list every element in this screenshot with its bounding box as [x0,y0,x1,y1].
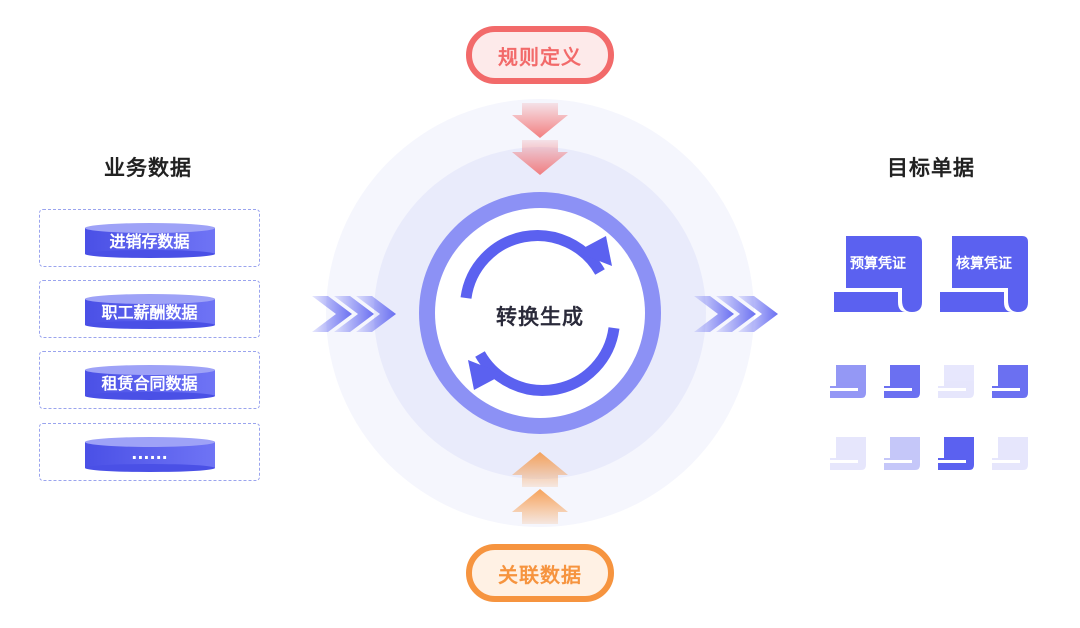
source-item-payroll: 职工薪酬数据 [39,280,260,338]
rule-definition-pill: 规则定义 [466,26,614,84]
document-icon-budget [834,236,922,312]
business-data-heading: 业务数据 [104,156,192,180]
bottom-arrows [512,452,568,524]
cylinder-4 [85,437,215,472]
small-doc-icon [938,365,974,398]
small-doc-icon [884,437,920,470]
small-doc-icon [992,437,1028,470]
right-chevrons [694,296,778,332]
top-arrows [512,103,568,175]
source-item-label: 进销存数据 [109,231,190,251]
small-doc-icon [830,365,866,398]
small-doc-icon [938,437,974,470]
source-item-label: 职工薪酬数据 [101,302,198,322]
small-doc-icon [992,365,1028,398]
transform-generate-label: 转换生成 [496,305,584,329]
source-item-label: ...... [131,444,168,463]
related-data-pill: 关联数据 [466,544,614,602]
source-item-inventory: 进销存数据 [39,209,260,267]
source-item-lease: 租赁合同数据 [39,351,260,409]
cylinder-1 [85,223,215,258]
cylinder-3 [85,365,215,400]
budget-voucher-label: 预算凭证 [850,256,906,272]
target-documents-heading: 目标单据 [887,156,975,180]
small-doc-icon [884,365,920,398]
small-doc-icon [830,437,866,470]
left-chevrons [312,296,396,332]
source-item-label: 租赁合同数据 [101,373,198,393]
cycle-arrowhead-bottom [468,360,504,390]
source-item-more: ...... [39,423,260,481]
cycle-arrowhead-top [576,236,612,266]
document-icon-accounting [940,236,1028,312]
cylinder-2 [85,294,215,329]
accounting-voucher-label: 核算凭证 [956,256,1012,272]
